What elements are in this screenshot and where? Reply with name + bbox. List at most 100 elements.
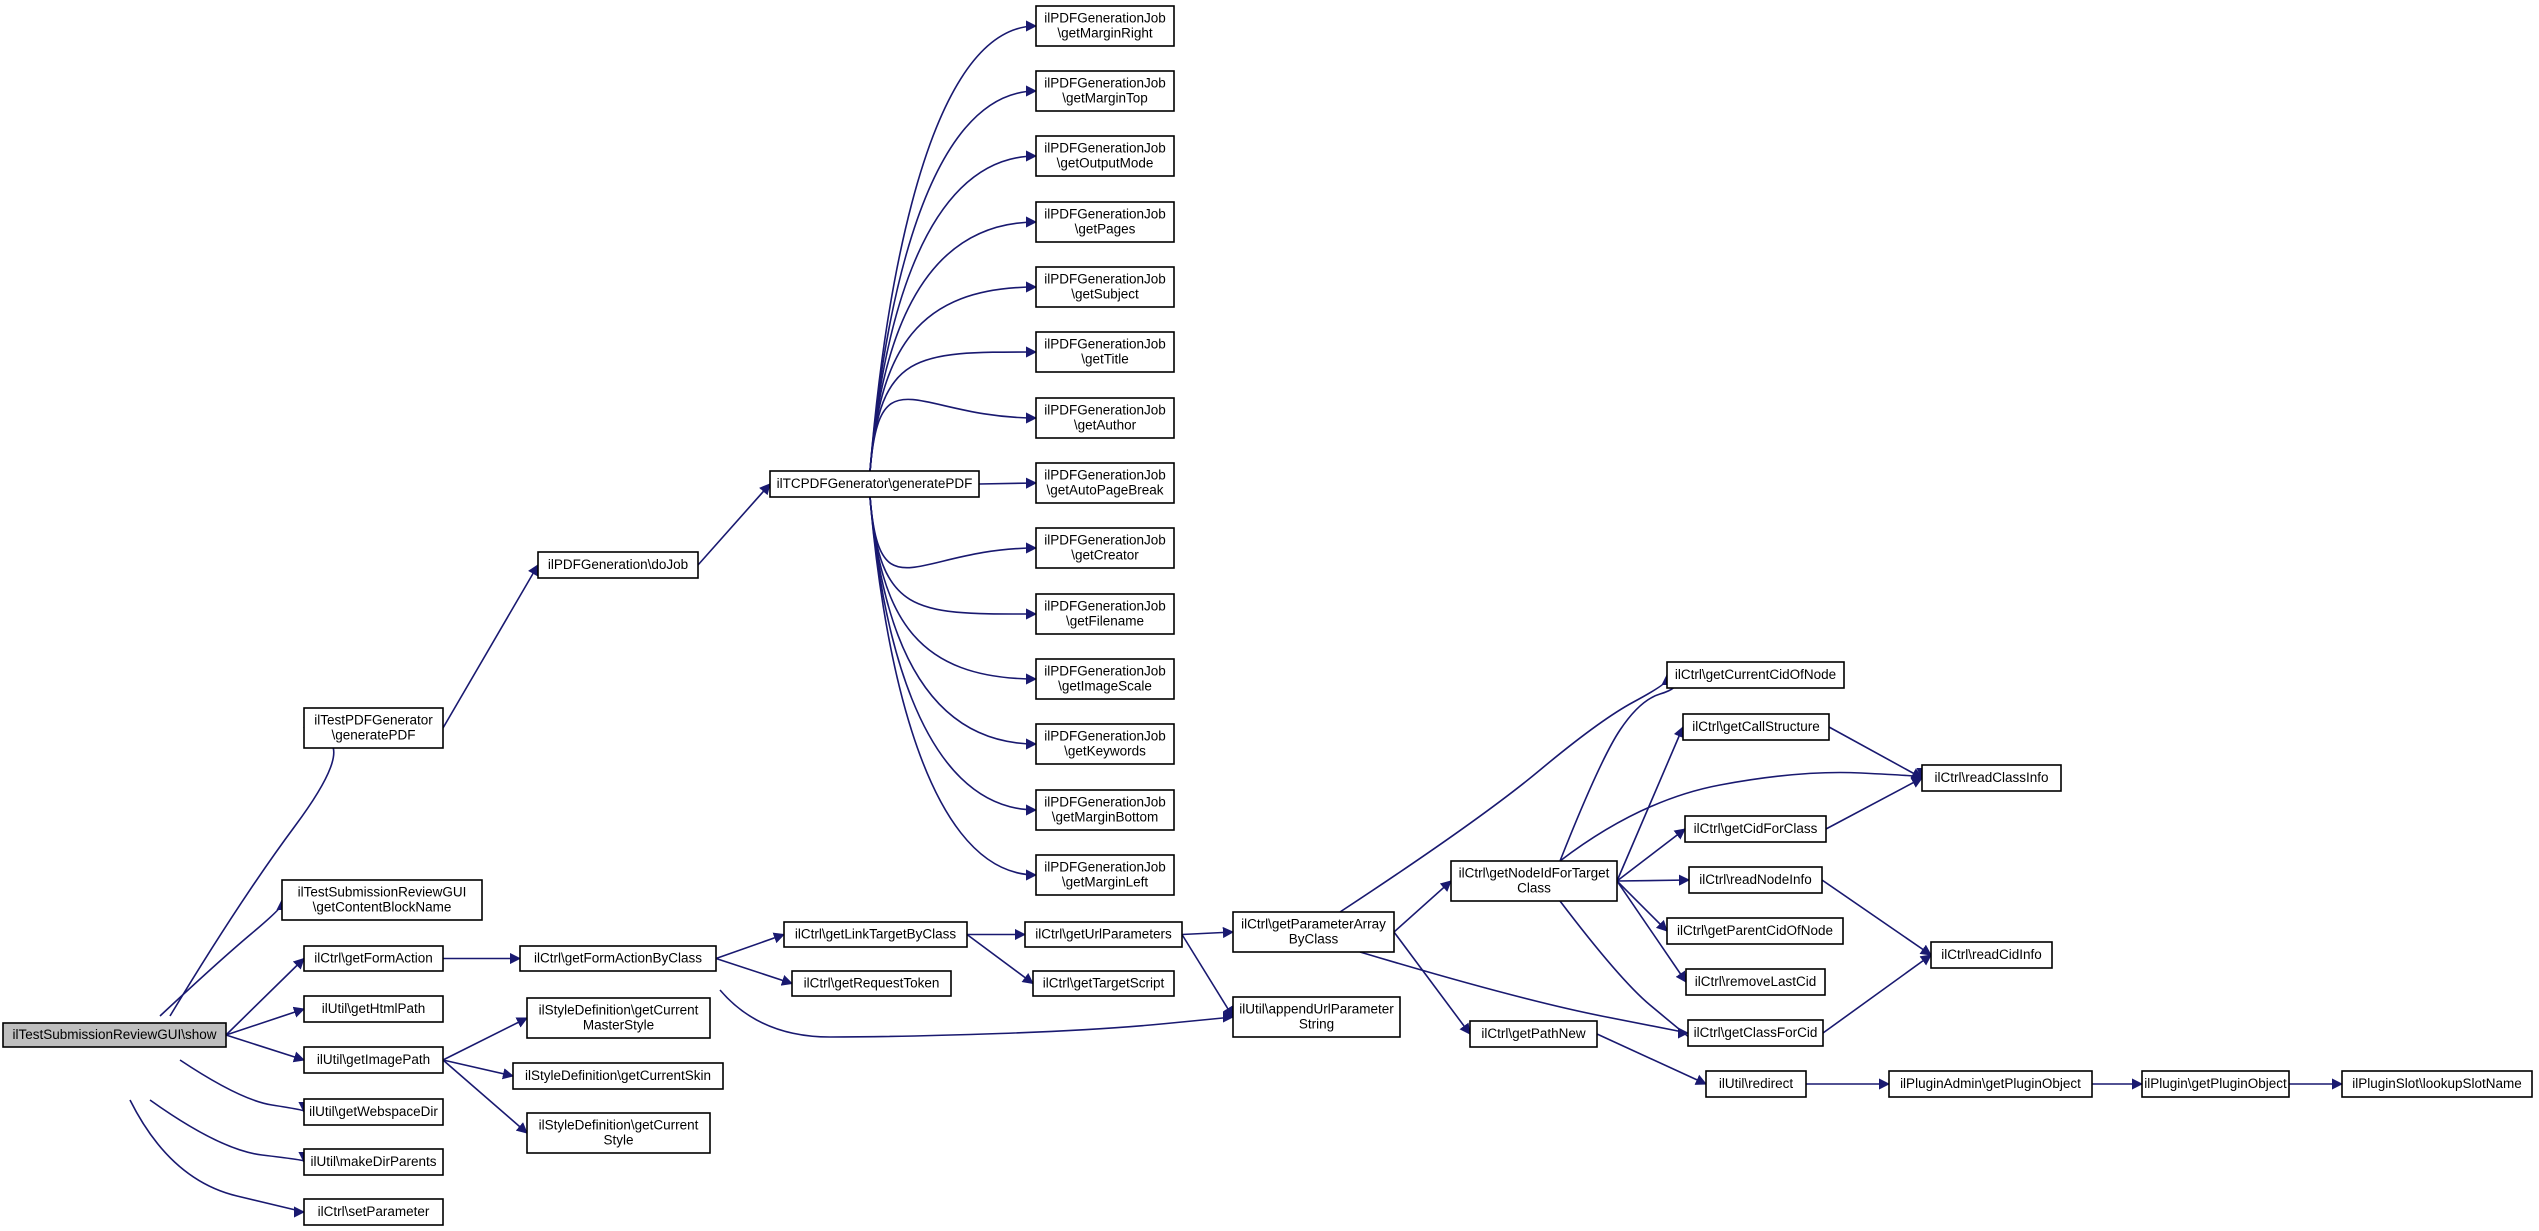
node-box bbox=[1035, 789, 1175, 831]
edge-root-to-setparam bbox=[129, 1099, 306, 1216]
node-mbottom[interactable]: ilPDFGenerationJob\getMarginBottom bbox=[1035, 789, 1175, 831]
node-readclass[interactable]: ilCtrl\readClassInfo bbox=[1921, 764, 2062, 792]
node-label: ilUtil\appendUrlParameter bbox=[1239, 1002, 1394, 1017]
edge-paramarray-to-curcid bbox=[1339, 673, 1673, 913]
edge-tcpdf-to-filename bbox=[869, 496, 1038, 620]
node-label: ilCtrl\getPathNew bbox=[1481, 1026, 1586, 1041]
node-tcpdf[interactable]: ilTCPDFGenerator\generatePDF bbox=[769, 470, 980, 498]
node-imagepath[interactable]: ilUtil\getImagePath bbox=[303, 1046, 444, 1074]
node-label: ilTestSubmissionReviewGUI bbox=[298, 885, 467, 900]
node-label: \generatePDF bbox=[331, 728, 415, 743]
node-formactionbc[interactable]: ilCtrl\getFormActionByClass bbox=[519, 945, 717, 972]
edge-root-to-imagepath bbox=[225, 1034, 306, 1063]
node-setparam[interactable]: ilCtrl\setParameter bbox=[303, 1198, 444, 1226]
node-label: ilCtrl\readCidInfo bbox=[1941, 947, 2042, 962]
node-box bbox=[1469, 1020, 1598, 1048]
node-lookupslot[interactable]: ilPluginSlot\lookupSlotName bbox=[2341, 1070, 2533, 1098]
node-webspace[interactable]: ilUtil\getWebspaceDir bbox=[303, 1098, 444, 1126]
node-targetscript[interactable]: ilCtrl\getTargetScript bbox=[1032, 970, 1175, 997]
node-label: ilCtrl\getCurrentCidOfNode bbox=[1675, 667, 1836, 682]
node-testpdf[interactable]: ilTestPDFGenerator\generatePDF bbox=[303, 707, 444, 749]
node-callstruct[interactable]: ilCtrl\getCallStructure bbox=[1682, 713, 1830, 741]
node-readnode[interactable]: ilCtrl\readNodeInfo bbox=[1688, 866, 1823, 894]
node-root[interactable]: ilTestSubmissionReviewGUI\show bbox=[2, 1022, 227, 1048]
node-parentcid[interactable]: ilCtrl\getParentCidOfNode bbox=[1666, 917, 1844, 945]
node-mtop[interactable]: ilPDFGenerationJob\getMarginTop bbox=[1035, 70, 1175, 112]
node-box bbox=[1035, 135, 1175, 177]
node-box bbox=[303, 945, 444, 972]
node-htmlpath[interactable]: ilUtil\getHtmlPath bbox=[303, 995, 444, 1023]
edge-tcpdf-to-creator bbox=[869, 496, 1038, 569]
node-label: ilCtrl\getUrlParameters bbox=[1035, 927, 1172, 942]
node-label: \getMarginLeft bbox=[1062, 875, 1149, 890]
edge-tcpdf-to-outmode bbox=[869, 150, 1038, 472]
node-contentblock[interactable]: ilTestSubmissionReviewGUI\getContentBloc… bbox=[281, 879, 483, 921]
node-label: ilPDFGenerationJob bbox=[1044, 795, 1166, 810]
edge-callstruct-to-readclass bbox=[1828, 726, 1923, 779]
node-mright[interactable]: ilPDFGenerationJob\getMarginRight bbox=[1035, 5, 1175, 47]
node-cidforclass[interactable]: ilCtrl\getCidForClass bbox=[1684, 815, 1827, 843]
node-makedir[interactable]: ilUtil\makeDirParents bbox=[303, 1148, 444, 1176]
node-box bbox=[1035, 266, 1175, 308]
node-label: ilStyleDefinition\getCurrentSkin bbox=[525, 1068, 711, 1083]
node-removelast[interactable]: ilCtrl\removeLastCid bbox=[1685, 968, 1826, 996]
edge-nodeid-to-cidforclass bbox=[1616, 828, 1686, 882]
edge-nodeid-to-callstruct bbox=[1616, 725, 1685, 882]
node-label: \getKeywords bbox=[1064, 744, 1146, 759]
node-urlparams[interactable]: ilCtrl\getUrlParameters bbox=[1024, 921, 1183, 948]
node-plugin[interactable]: ilPlugin\getPluginObject bbox=[2141, 1070, 2290, 1098]
edge-paramarray-to-pathnew bbox=[1393, 931, 1471, 1035]
node-curskin[interactable]: ilStyleDefinition\getCurrentSkin bbox=[512, 1062, 724, 1090]
node-box bbox=[1035, 331, 1175, 373]
node-box bbox=[1666, 661, 1845, 689]
node-dojob[interactable]: ilPDFGeneration\doJob bbox=[537, 551, 699, 579]
node-label: ilUtil\getHtmlPath bbox=[322, 1001, 426, 1016]
node-label: ilCtrl\removeLastCid bbox=[1695, 974, 1817, 989]
edge-imagepath-to-curstyle bbox=[442, 1059, 528, 1134]
node-author[interactable]: ilPDFGenerationJob\getAuthor bbox=[1035, 397, 1175, 439]
node-reqtoken[interactable]: ilCtrl\getRequestToken bbox=[791, 970, 952, 997]
node-box bbox=[1685, 968, 1826, 996]
node-box bbox=[1035, 201, 1175, 243]
node-pathnew[interactable]: ilCtrl\getPathNew bbox=[1469, 1020, 1598, 1048]
node-outmode[interactable]: ilPDFGenerationJob\getOutputMode bbox=[1035, 135, 1175, 177]
node-label: ilPDFGenerationJob bbox=[1044, 468, 1166, 483]
node-label: \getSubject bbox=[1071, 287, 1139, 302]
node-layer: ilTestSubmissionReviewGUI\show ilTestPDFG… bbox=[2, 5, 2533, 1226]
edge-tcpdf-to-imgscale bbox=[869, 496, 1038, 685]
node-imgscale[interactable]: ilPDFGenerationJob\getImageScale bbox=[1035, 658, 1175, 700]
node-box bbox=[526, 1112, 711, 1154]
node-pluginadmin[interactable]: ilPluginAdmin\getPluginObject bbox=[1888, 1070, 2093, 1098]
node-formaction[interactable]: ilCtrl\getFormAction bbox=[303, 945, 444, 972]
node-label: ilUtil\redirect bbox=[1719, 1076, 1794, 1091]
node-label: ilCtrl\getFormActionByClass bbox=[534, 951, 702, 966]
node-redirect[interactable]: ilUtil\redirect bbox=[1705, 1070, 1807, 1098]
node-filename[interactable]: ilPDFGenerationJob\getFilename bbox=[1035, 593, 1175, 635]
node-readcid[interactable]: ilCtrl\readCidInfo bbox=[1930, 941, 2053, 969]
node-curcid[interactable]: ilCtrl\getCurrentCidOfNode bbox=[1666, 661, 1845, 689]
node-title[interactable]: ilPDFGenerationJob\getTitle bbox=[1035, 331, 1175, 373]
node-label: ilCtrl\getLinkTargetByClass bbox=[795, 927, 957, 942]
node-label: ilCtrl\getTargetScript bbox=[1043, 976, 1165, 991]
node-label: ilPDFGenerationJob bbox=[1044, 11, 1166, 26]
node-label: \getMarginTop bbox=[1062, 91, 1148, 106]
edge-tcpdf-to-author bbox=[869, 398, 1038, 472]
node-box bbox=[2341, 1070, 2533, 1098]
node-mleft[interactable]: ilPDFGenerationJob\getMarginLeft bbox=[1035, 854, 1175, 896]
node-linktarget[interactable]: ilCtrl\getLinkTargetByClass bbox=[783, 921, 968, 948]
node-keywords[interactable]: ilPDFGenerationJob\getKeywords bbox=[1035, 723, 1175, 765]
node-subject[interactable]: ilPDFGenerationJob\getSubject bbox=[1035, 266, 1175, 308]
node-creator[interactable]: ilPDFGenerationJob\getCreator bbox=[1035, 527, 1175, 569]
node-box bbox=[303, 1046, 444, 1074]
node-label: ilPDFGenerationJob bbox=[1044, 76, 1166, 91]
edge-tcpdf-to-mright bbox=[869, 20, 1038, 472]
node-autopb[interactable]: ilPDFGenerationJob\getAutoPageBreak bbox=[1035, 462, 1175, 504]
node-classforcid[interactable]: ilCtrl\getClassForCid bbox=[1687, 1019, 1824, 1047]
node-pages[interactable]: ilPDFGenerationJob\getPages bbox=[1035, 201, 1175, 243]
node-label: \getAutoPageBreak bbox=[1046, 483, 1163, 498]
